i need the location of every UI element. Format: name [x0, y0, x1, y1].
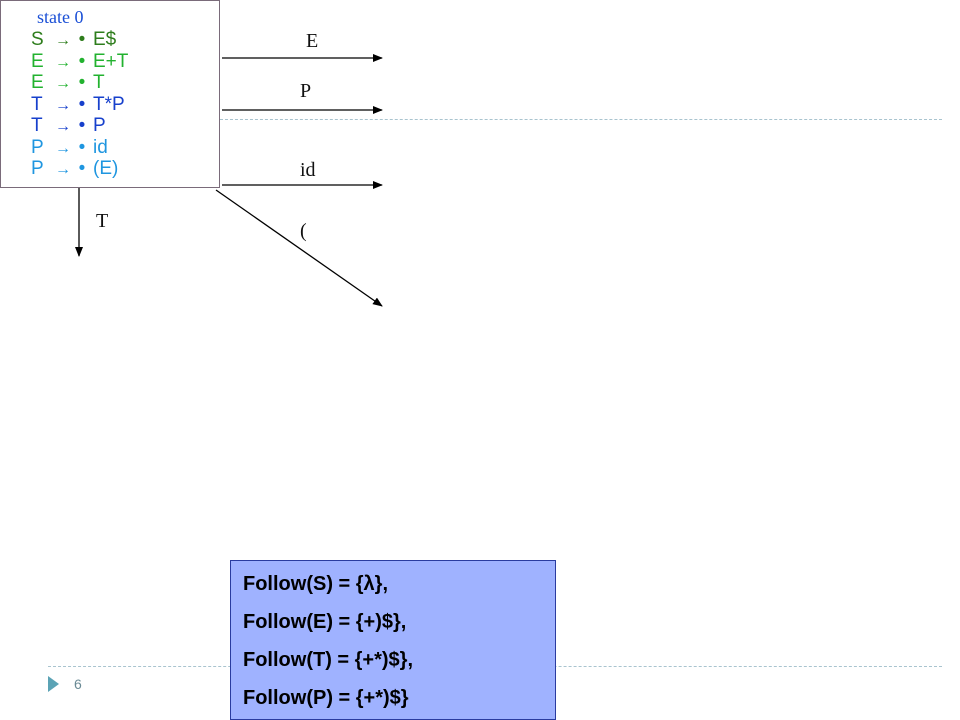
edge-label-T: T	[96, 210, 109, 232]
production-row: T → • T*P	[31, 94, 125, 116]
production-lhs: T	[31, 93, 43, 115]
bullet-arrow-icon	[48, 676, 59, 692]
production-rhs: (E)	[93, 158, 119, 179]
edge-label-id: id	[300, 159, 316, 181]
follow-S: Follow(S) = {λ},	[243, 573, 389, 595]
follow-E: Follow(E) = {+)$},	[243, 611, 407, 633]
production-arrow-icon: →	[55, 96, 71, 114]
state-title: state 0	[37, 7, 84, 27]
follow-P: Follow(P) = {+*)$}	[243, 687, 409, 709]
production-rhs: id	[93, 136, 108, 158]
production-dot-icon: •	[78, 72, 86, 93]
production-arrow-icon: →	[55, 32, 71, 49]
production-row: S → • E$	[31, 29, 116, 51]
production-row: P → • (E)	[31, 158, 118, 180]
production-arrow-icon: →	[55, 118, 71, 135]
production-dot-icon: •	[78, 29, 86, 50]
production-rhs: T	[93, 72, 105, 93]
edge-label-E: E	[306, 30, 319, 52]
edge-lparen	[215, 189, 383, 307]
production-lhs: S	[31, 29, 44, 50]
production-rhs: E$	[93, 29, 117, 50]
production-arrow-icon: →	[55, 53, 71, 71]
guide-line-top	[220, 119, 942, 120]
follow-sets-box: Follow(S) = {λ}, Follow(E) = {+)$}, Foll…	[230, 560, 556, 720]
production-rhs: E+T	[93, 50, 129, 72]
production-dot-icon: •	[78, 158, 86, 179]
production-dot-icon: •	[78, 115, 86, 136]
production-rhs: T*P	[93, 93, 125, 115]
production-row: E → • E+T	[31, 51, 128, 73]
production-row: E → • T	[31, 72, 105, 94]
production-dot-icon: •	[78, 50, 86, 72]
follow-T: Follow(T) = {+*)$},	[243, 649, 414, 671]
edge-label-P: P	[300, 80, 312, 102]
production-arrow-icon: →	[55, 161, 71, 178]
production-lhs: T	[31, 115, 43, 136]
production-lhs: E	[31, 72, 44, 93]
production-arrow-icon: →	[55, 75, 71, 92]
production-row: P → • id	[31, 137, 108, 159]
production-lhs: E	[31, 50, 44, 72]
production-row: T → • P	[31, 115, 106, 137]
production-lhs: P	[31, 158, 44, 179]
edge-label-lparen: (	[300, 220, 307, 242]
production-lhs: P	[31, 136, 44, 158]
production-dot-icon: •	[78, 93, 86, 115]
production-arrow-icon: →	[55, 139, 71, 157]
production-rhs: P	[93, 115, 106, 136]
page-number: 6	[74, 676, 82, 692]
production-dot-icon: •	[78, 136, 86, 158]
